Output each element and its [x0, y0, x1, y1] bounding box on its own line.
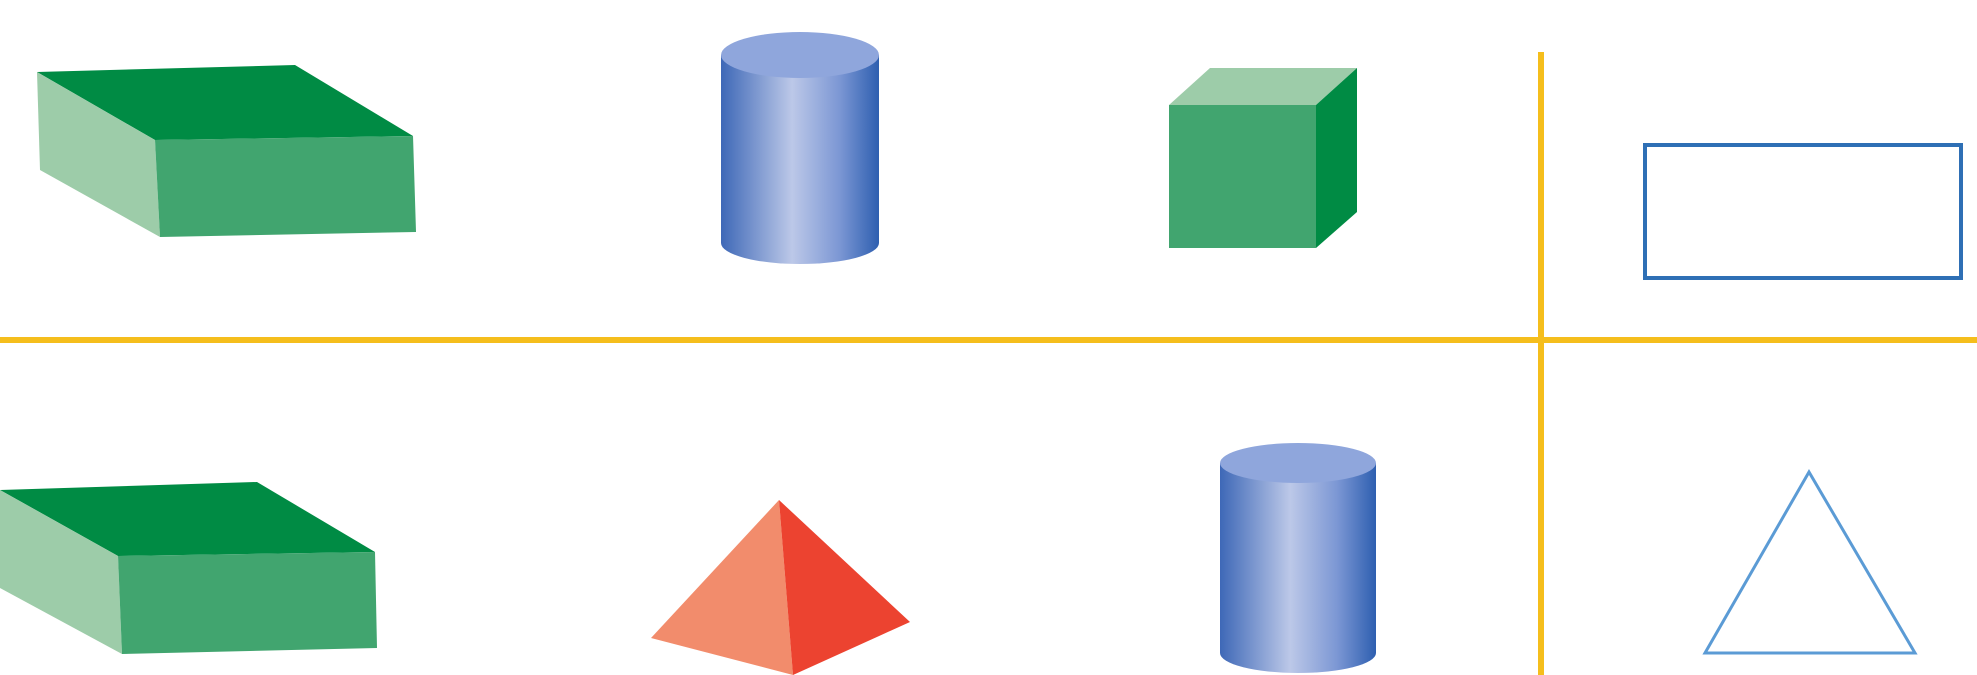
- pyramid-right-face: [779, 500, 910, 675]
- cube-shape: [1169, 68, 1357, 248]
- vertical-divider: [1538, 52, 1544, 675]
- cylinder-shape: [721, 32, 879, 264]
- horizontal-divider: [0, 337, 1977, 343]
- cylinder-top-face: [721, 32, 879, 78]
- cylinder-top-face: [1220, 443, 1376, 483]
- rectangle-outline-shape: [1643, 143, 1963, 280]
- cuboid-top-face: [37, 65, 413, 140]
- cylinder-body: [1220, 463, 1376, 673]
- cube-side-face: [1316, 68, 1357, 248]
- cuboid-front-face: [118, 552, 377, 654]
- pyramid-shape: [651, 500, 910, 675]
- cylinder-body: [721, 55, 879, 264]
- cuboid-left-face: [0, 490, 122, 654]
- cuboid-shape: [0, 482, 377, 654]
- cylinder-shape: [1220, 443, 1376, 673]
- cuboid-top-face: [0, 482, 375, 556]
- cube-top-face: [1169, 68, 1357, 105]
- triangle-outline-shape: [1702, 469, 1918, 655]
- cuboid-left-face: [37, 72, 160, 237]
- cuboid-front-face: [155, 136, 416, 237]
- pyramid-left-face: [651, 500, 793, 675]
- cuboid-shape: [37, 65, 416, 237]
- cube-front-face: [1169, 105, 1316, 248]
